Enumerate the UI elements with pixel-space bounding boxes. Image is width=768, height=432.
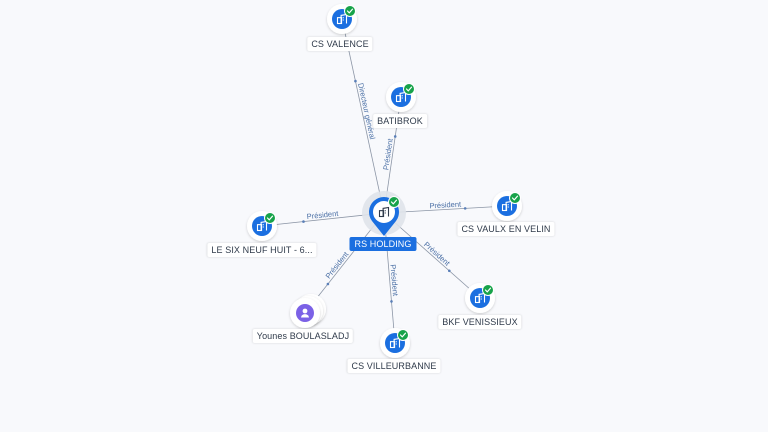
edge-arrow — [354, 79, 357, 83]
edge-label: Président — [422, 240, 452, 268]
center-node[interactable] — [362, 191, 406, 236]
verified-check-icon — [403, 83, 415, 95]
node-label-cs-vaulx[interactable]: CS VAULX EN VELIN — [457, 222, 555, 236]
node-cs-vaulx[interactable] — [492, 191, 522, 221]
verified-check-icon — [264, 212, 276, 224]
verified-check-icon — [388, 196, 400, 208]
node-label-cs-valence[interactable]: CS VALENCE — [307, 37, 373, 51]
edge-arrow — [390, 300, 393, 303]
edge-arrow — [326, 282, 330, 286]
node-cs-valence[interactable] — [327, 4, 357, 34]
node-batibrok[interactable] — [386, 82, 416, 112]
node-cs-villeurbanne[interactable] — [380, 328, 410, 358]
node-label-bkf[interactable]: BKF VENISSIEUX — [438, 315, 522, 329]
verified-check-icon — [397, 329, 409, 341]
edge-arrow — [393, 135, 397, 138]
node-label-cs-villeurbanne[interactable]: CS VILLEURBANNE — [347, 359, 441, 373]
verified-check-icon — [344, 5, 356, 17]
edge-label: Président — [306, 209, 339, 221]
edge-label: Président — [324, 249, 351, 280]
building-icon — [378, 206, 390, 218]
center-node-label[interactable]: RS HOLDING — [349, 237, 417, 251]
node-label-younes[interactable]: Younes BOULASLADJ — [252, 329, 354, 343]
node-label-six-neuf[interactable]: LE SIX NEUF HUIT - 6... — [207, 243, 317, 257]
edge-arrow — [447, 269, 451, 273]
person-icon — [296, 304, 314, 322]
edge-arrow — [302, 220, 305, 223]
edge-label: Président — [388, 264, 400, 297]
node-younes[interactable] — [290, 294, 326, 328]
edge-arrow — [463, 207, 467, 210]
edge-label: Président — [429, 200, 462, 211]
node-label-batibrok[interactable]: BATIBROK — [373, 114, 427, 128]
edge-label: Directeur général — [356, 82, 377, 140]
verified-check-icon — [482, 284, 494, 296]
node-bkf[interactable] — [465, 283, 495, 313]
node-six-neuf[interactable] — [247, 211, 277, 241]
verified-check-icon — [509, 192, 521, 204]
